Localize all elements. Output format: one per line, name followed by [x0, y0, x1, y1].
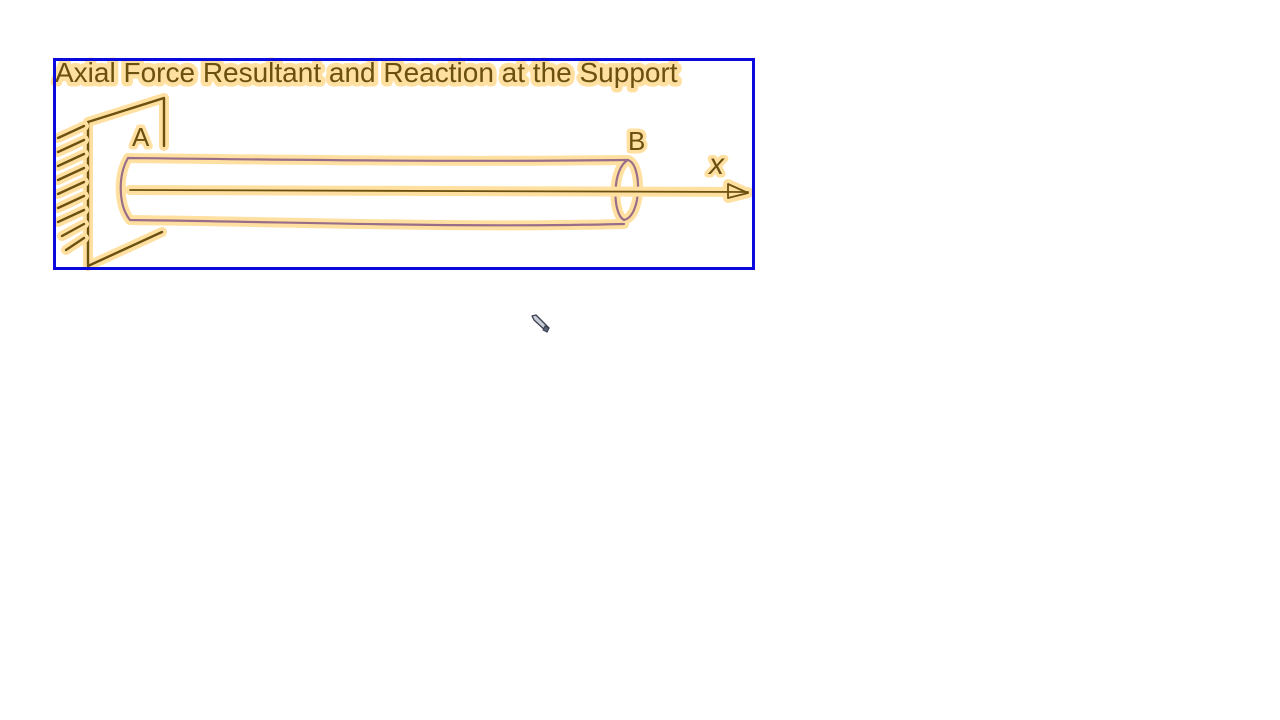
bar-member	[115, 153, 643, 231]
wall-support	[53, 93, 169, 271]
selection-box[interactable]	[53, 58, 755, 270]
pen-icon	[531, 314, 550, 333]
wall-hatching	[53, 121, 89, 255]
label-point-a: A	[132, 122, 150, 152]
label-point-b: B	[628, 126, 645, 156]
x-axis-arrow	[125, 179, 753, 203]
